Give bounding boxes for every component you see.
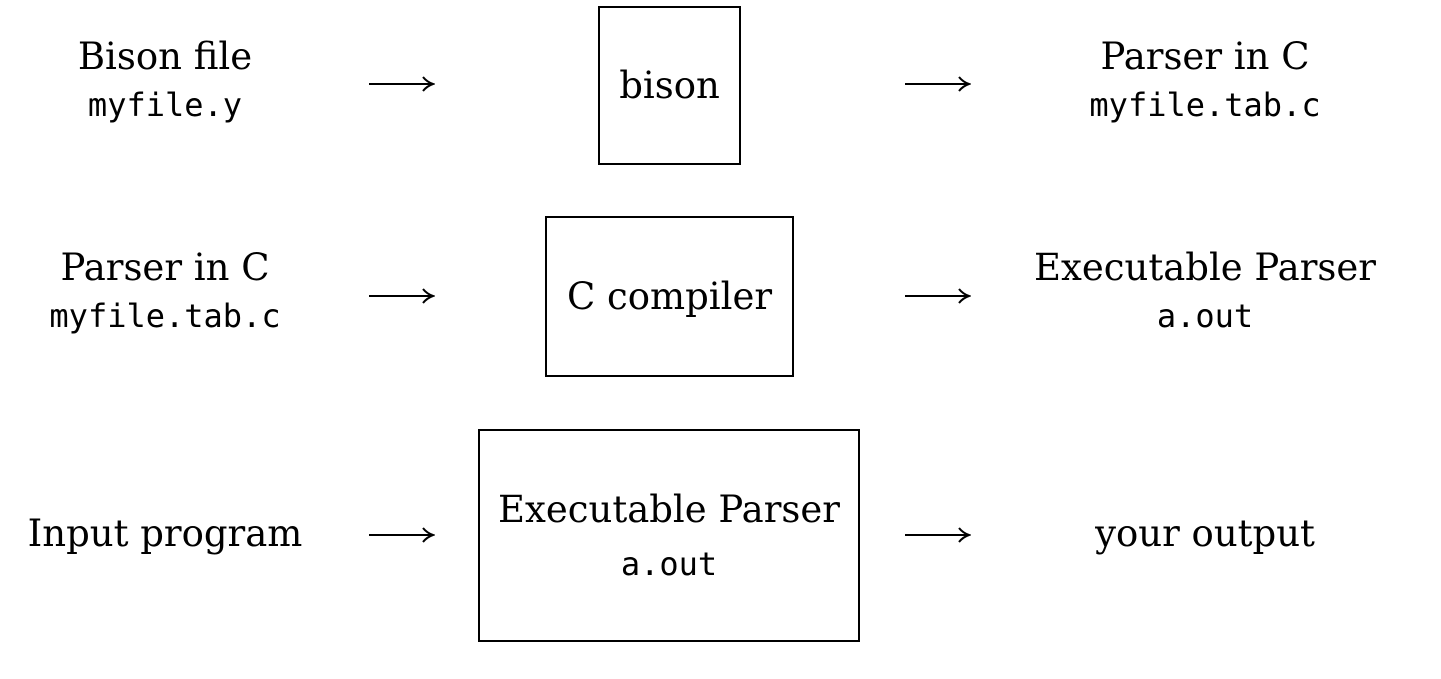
row3-output-title: your output [1095,512,1315,555]
row2-output-label: Executable Parser a.out [1034,249,1376,332]
bison-box: bison [598,6,741,165]
row3-input-label: Input program [28,515,303,552]
executable-parser-box: Executable Parser a.out [478,429,860,642]
c-compiler-box-title: C compiler [566,275,773,318]
row3-input-title: Input program [27,512,303,555]
row2-arrow-in [369,286,435,306]
executable-parser-box-title: Executable Parser [498,488,840,531]
row1-output-title: Parser in C [1100,35,1310,78]
row2-arrow-out [905,286,971,306]
row1-output-file: myfile.tab.c [1089,86,1321,124]
bison-box-title: bison [619,64,720,107]
executable-parser-box-file: a.out [620,545,718,583]
row1-input-title: Bison file [77,35,253,78]
row3-output-label: your output [1095,515,1315,552]
row2-input-title: Parser in C [60,246,270,289]
row1-output-label: Parser in C myfile.tab.c [1089,38,1320,121]
c-compiler-box: C compiler [545,216,794,377]
row3-arrow-in [369,525,435,545]
row3-arrow-out [905,525,971,545]
row2-output-title: Executable Parser [1034,246,1376,289]
row1-arrow-out [905,74,971,94]
row1-input-file: myfile.y [87,86,243,124]
row2-output-file: a.out [1156,297,1254,335]
row1-input-label: Bison file myfile.y [78,38,252,121]
row2-input-label: Parser in C myfile.tab.c [49,249,280,332]
row1-arrow-in [369,74,435,94]
row2-input-file: myfile.tab.c [49,297,281,335]
